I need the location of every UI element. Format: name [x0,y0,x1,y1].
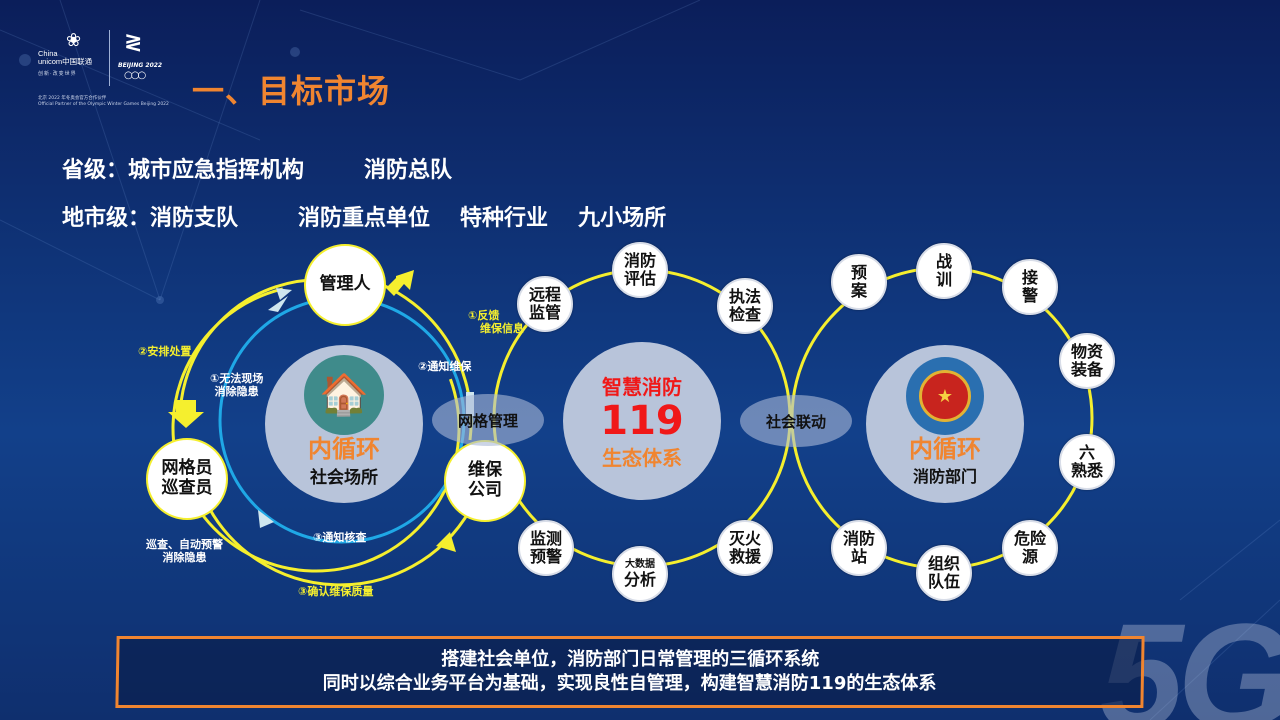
inner-loop-social-disc: 🏠 内循环 社会场所 [265,345,423,503]
smart-fire-title: 智慧消防 [602,375,682,399]
beijing-2022-emblem-icon: ≷ [124,30,143,55]
smart-fire-119: 119 [600,398,684,444]
node-hazard-source: 危险源 [1002,520,1058,576]
china-unicom-knot-icon: ❀ [66,30,82,51]
node-six-familiar: 六熟悉 [1059,434,1115,490]
label-confirm-quality: ③确认维保质量 [298,585,374,598]
node-maintenance-company: 维保公司 [444,440,526,522]
node-grid-inspector: 网格员巡查员 [146,438,228,520]
node-organize-team: 组织队伍 [916,545,972,601]
city-market-line: 地市级：消防支队 消防重点单位 特种行业 九小场所 [62,200,696,232]
provincial-market-line: 省级：城市应急指挥机构 消防总队 [62,152,482,184]
node-manager: 管理人 [304,244,386,326]
node-fire-assessment: 消防评估 [612,242,668,298]
banner-line-2: 同时以综合业务平台为基础，实现良性自管理，构建智慧消防119的生态体系 [322,673,937,694]
city-item: 消防重点单位 [298,206,431,231]
city-label: 地市级：消防支队 [62,206,239,231]
label-notify-check: ③通知核查 [313,531,367,544]
label-arrange-handling: ②安排处置 [138,345,192,358]
grid-management-connector: 网格管理 [432,394,544,446]
label-notify-maintenance: ②通知维保 [418,360,472,373]
city-item: 九小场所 [578,206,667,231]
inner-loop-title: 内循环 [308,434,380,463]
node-big-data-analysis: 大数据分析 [612,546,668,602]
olympic-rings-icon: ○○○ [124,70,146,81]
summary-banner: 搭建社会单位，消防部门日常管理的三循环系统 同时以综合业务平台为基础，实现良性自… [115,636,1145,708]
banner-line-1: 搭建社会单位，消防部门日常管理的三循环系统 [441,649,820,670]
inner-loop-fire-dept-disc: ★ 内循环 消防部门 [866,345,1024,503]
label-cannot-fix: ①无法现场消除隐患 [210,372,264,398]
node-materials-equipment: 物资装备 [1059,333,1115,389]
node-training: 战训 [916,243,972,299]
smart-fire-119-disc: 智慧消防 119 生态体系 [563,342,721,500]
city-item: 特种行业 [460,206,549,231]
china-unicom-logo: China unicom中国联通 [38,49,93,66]
social-linkage-connector: 社会联动 [740,395,852,447]
node-law-inspection: 执法检查 [717,278,773,334]
partner-text: 北京 2022 年冬奥会官方合作伙伴 Official Partner of t… [38,96,169,107]
node-remote-supervision: 远程监管 [517,276,573,332]
node-monitoring-warning: 监测预警 [518,520,574,576]
ecosystem-label: 生态体系 [602,446,682,470]
node-receive-alarm: 接警 [1002,259,1058,315]
inner-loop-subtitle: 消防部门 [912,467,977,486]
logo-divider [109,30,110,86]
page-title: 一、目标市场 [192,72,391,110]
node-fire-station: 消防站 [831,520,887,576]
inner-loop-subtitle: 社会场所 [310,467,378,488]
provincial-item: 消防总队 [364,158,453,183]
label-feedback: ①反馈维保信息 [468,309,524,335]
logo-area: ❀ China unicom中国联通 创新·改变世界 ≷ BEIJING 202… [38,30,178,110]
label-patrol: 巡查、自动预警消除隐患 [146,538,223,564]
inner-loop-title: 内循环 [909,435,981,463]
provincial-label: 省级：城市应急指挥机构 [62,158,305,183]
node-plan: 预案 [831,254,887,310]
china-fire-rescue-emblem-icon: ★ [906,357,984,435]
house-fire-icon: 🏠 [304,354,384,435]
beijing-2022-text: BEIJING 2022 [118,62,163,69]
node-fire-rescue: 灭火救援 [717,520,773,576]
china-unicom-slogan: 创新·改变世界 [38,71,77,77]
